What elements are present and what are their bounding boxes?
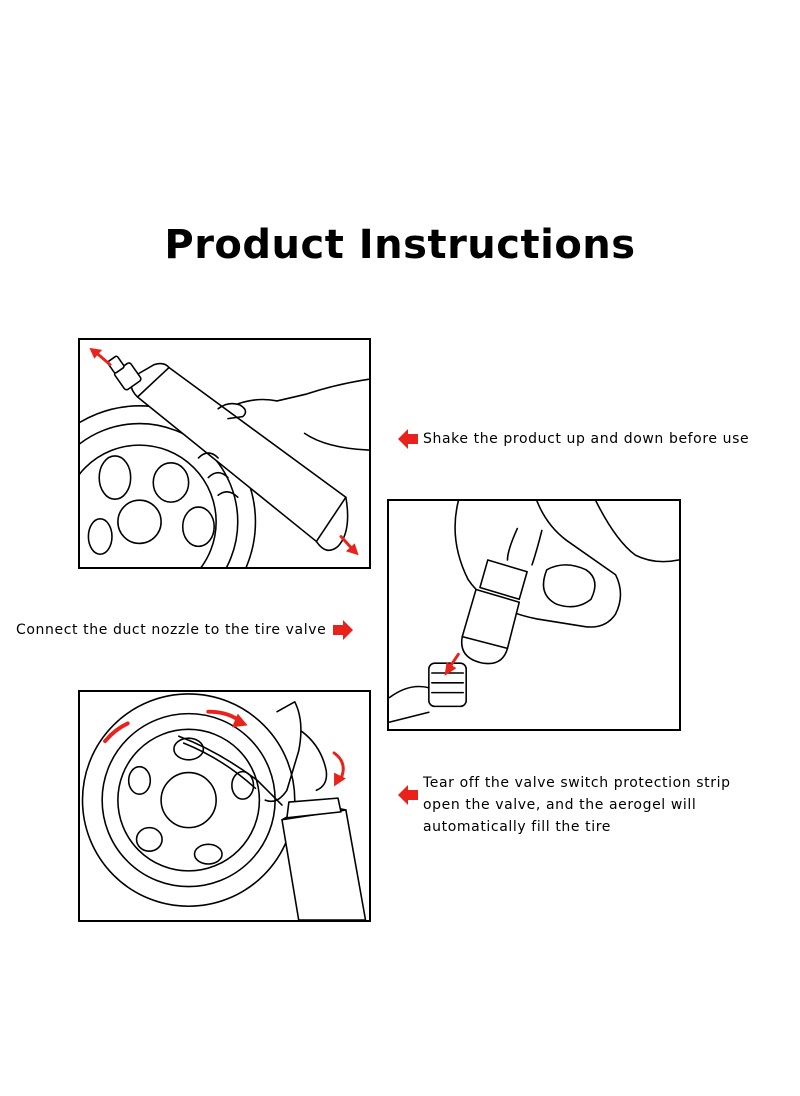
step-shake-text: Shake the product up and down before use (423, 431, 750, 447)
step-connect-text: Connect the duct nozzle to the tire valv… (16, 622, 327, 638)
shake-illustration (78, 338, 371, 569)
red-left-arrow-icon (398, 785, 418, 805)
step-fill-text-line-2: open the valve, and the aerogel will (423, 797, 697, 813)
connect-nozzle-illustration (387, 499, 681, 731)
red-left-arrow-icon (398, 429, 418, 449)
page-title: Product Instructions (164, 222, 636, 268)
fill-tire-illustration (78, 690, 371, 922)
red-right-arrow-icon (333, 620, 354, 640)
step-connect: Connect the duct nozzle to the tire valv… (16, 619, 354, 641)
step-shake: Shake the product up and down before use (397, 428, 749, 450)
step-fill-text-line-3: automatically fill the tire (423, 819, 612, 835)
step-fill-text-line-1: Tear off the valve switch protection str… (423, 775, 731, 791)
step-fill: Tear off the valve switch protection str… (397, 772, 731, 838)
